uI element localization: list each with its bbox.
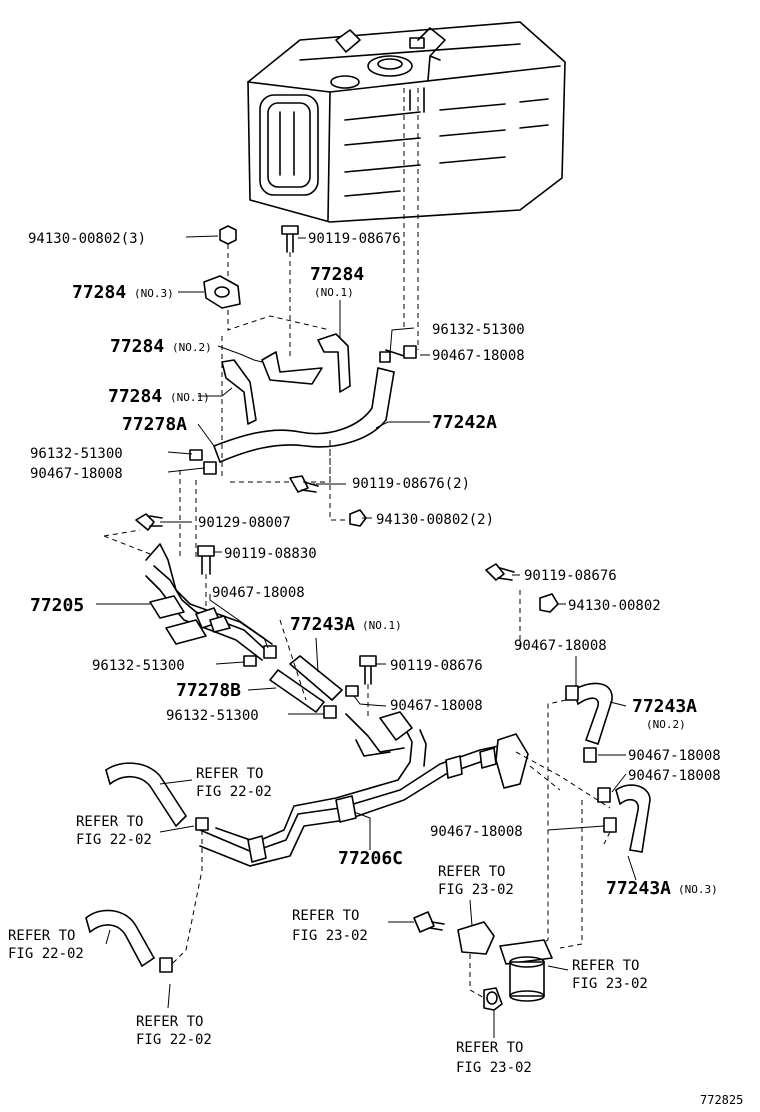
refer-4-line2: FIG 23-02 <box>292 928 368 944</box>
tube-77205 <box>145 543 307 701</box>
label-90467-18008-b: 90467-18008 <box>30 466 123 482</box>
refer-2-line1: REFER TO <box>76 814 143 830</box>
label-90467-18008-f: 90467-18008 <box>628 748 721 764</box>
label-90467-18008-a: 90467-18008 <box>432 348 525 364</box>
label-77243a-no2-sub: (NO.2) <box>646 718 686 731</box>
label-90467-18008-g: 90467-18008 <box>628 768 721 784</box>
label-77284-no2-sub: (NO.2) <box>172 341 212 354</box>
label-77284-no1-upper-sub: (NO.1) <box>314 286 354 299</box>
refer-5-line1: REFER TO <box>8 928 75 944</box>
refer-6-line1: REFER TO <box>572 958 639 974</box>
label-77243a-no1-sub: (NO.1) <box>362 619 402 632</box>
hose-77243a-no2 <box>573 682 613 745</box>
label-90129-08007: 90129-08007 <box>198 515 291 531</box>
label-77278a: 77278A <box>122 414 187 435</box>
label-90467-18008-c: 90467-18008 <box>212 585 305 601</box>
leader-lines <box>96 235 637 1038</box>
bracket-77284-no2 <box>261 351 323 385</box>
label-77284-no1-lower-sub: (NO.1) <box>170 391 210 404</box>
label-90119-08676-b: 90119-08676 <box>524 568 617 584</box>
refer-6-line2: FIG 23-02 <box>572 976 648 992</box>
hose-77278b <box>269 669 325 713</box>
label-94130-00802-3: 94130-00802(3) <box>28 231 146 247</box>
refer-1-line2: FIG 22-02 <box>196 784 272 800</box>
part-labels: 94130-00802(3) 90119-08676 77284 (NO.3) … <box>28 231 721 899</box>
hose-left-lower <box>85 909 155 967</box>
label-96132-51300-a: 96132-51300 <box>432 322 525 338</box>
label-77284-no1-upper: 77284 <box>310 264 364 285</box>
refer-3-line1: REFER TO <box>438 864 505 880</box>
hose-left-upper <box>105 762 187 827</box>
filter-assembly <box>413 911 553 1011</box>
label-77284-no3-sub: (NO.3) <box>134 287 174 300</box>
label-94130-00802-2: 94130-00802(2) <box>376 512 494 528</box>
label-96132-51300-d: 96132-51300 <box>166 708 259 724</box>
label-77284-no2: 77284 <box>110 336 164 357</box>
label-77243a-no3-sub: (NO.3) <box>678 883 718 896</box>
label-77284-no1-lower: 77284 <box>108 386 162 407</box>
hose-77243a-no1 <box>289 655 343 701</box>
label-96132-51300-c: 96132-51300 <box>92 658 185 674</box>
refer-5-line2: FIG 22-02 <box>8 946 84 962</box>
refer-7-line2: FIG 22-02 <box>136 1032 212 1048</box>
figure-code: 772825 <box>700 1093 743 1107</box>
label-90119-08676-c: 90119-08676 <box>390 658 483 674</box>
label-77243a-no1: 77243A <box>290 614 355 635</box>
refer-2-line2: FIG 22-02 <box>76 832 152 848</box>
label-77284-no3: 77284 <box>72 282 126 303</box>
label-77205: 77205 <box>30 595 84 616</box>
refer-8-line2: FIG 23-02 <box>456 1060 532 1076</box>
fuel-tank <box>247 21 566 223</box>
nut-icon <box>219 225 237 245</box>
clamp-77284-no3 <box>203 275 241 309</box>
label-90467-18008-h: 90467-18008 <box>430 824 523 840</box>
label-90467-18008-e: 90467-18008 <box>390 698 483 714</box>
refer-1-line1: REFER TO <box>196 766 263 782</box>
label-77278b: 77278B <box>176 680 241 701</box>
refer-4-line1: REFER TO <box>292 908 359 924</box>
label-90467-18008-d: 90467-18008 <box>514 638 607 654</box>
hose-77242a <box>189 345 417 475</box>
refer-labels: REFER TO FIG 22-02 REFER TO FIG 22-02 RE… <box>8 766 648 1076</box>
label-94130-00802: 94130-00802 <box>568 598 661 614</box>
hose-77243a-no3 <box>615 784 651 853</box>
tube-77206c <box>199 711 611 867</box>
label-77242a: 77242A <box>432 412 497 433</box>
bracket-77284-no1-lower <box>221 359 257 425</box>
bracket-77284-no1-upper <box>317 333 351 393</box>
refer-8-line1: REFER TO <box>456 1040 523 1056</box>
refer-3-line2: FIG 23-02 <box>438 882 514 898</box>
label-90119-08676-a: 90119-08676 <box>308 231 401 247</box>
label-96132-51300-b: 96132-51300 <box>30 446 123 462</box>
bracket-group-top <box>203 225 351 480</box>
label-90119-08830: 90119-08830 <box>224 546 317 562</box>
label-77243a-no3: 77243A <box>606 878 671 899</box>
label-90119-08676-2: 90119-08676(2) <box>352 476 470 492</box>
label-77206c: 77206C <box>338 848 403 869</box>
refer-7-line1: REFER TO <box>136 1014 203 1030</box>
label-77243a-no2: 77243A <box>632 696 697 717</box>
